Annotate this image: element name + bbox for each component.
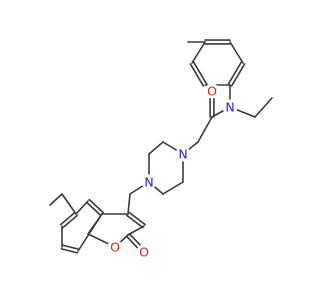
piperazine-n4-label: N [144,175,153,190]
single-bond [61,193,77,215]
single-bond [127,193,131,215]
single-bond [127,225,145,236]
amide-nitrogen-label: N [225,100,234,115]
single-bond [75,200,89,215]
atom-label-background [204,83,220,99]
double-bond-line [126,214,144,229]
single-bond [77,213,103,252]
single-bond [197,116,213,143]
double-bond-line [88,198,105,214]
single-bond [254,97,273,118]
double-bond-line [61,244,80,250]
double-bond-line [227,61,243,85]
double-bond-line [62,214,79,229]
double-bond-line [189,63,205,87]
atom-label-background [175,146,191,162]
single-bond [229,41,244,64]
piperazine-n1-label: N [178,147,187,162]
amide-oxygen-label: O [207,84,217,99]
double-bond-line [59,211,76,226]
single-bond [162,181,184,195]
double-bond-line [85,201,102,217]
single-bond [191,41,206,64]
double-bond-line [230,63,246,87]
single-bond [148,141,164,155]
double-bond-line [60,248,79,254]
atom-label-background [222,99,238,115]
single-bond [49,193,63,206]
double-bond-line [128,211,146,226]
double-bond-line [192,61,208,85]
atom-label-background [136,244,152,260]
atom-label-background [107,239,123,255]
ring-oxygen-label: O [110,240,120,255]
carbonyl-oxygen-label: O [139,245,149,260]
bond-layer [49,39,273,255]
atom-label-background [141,174,157,190]
